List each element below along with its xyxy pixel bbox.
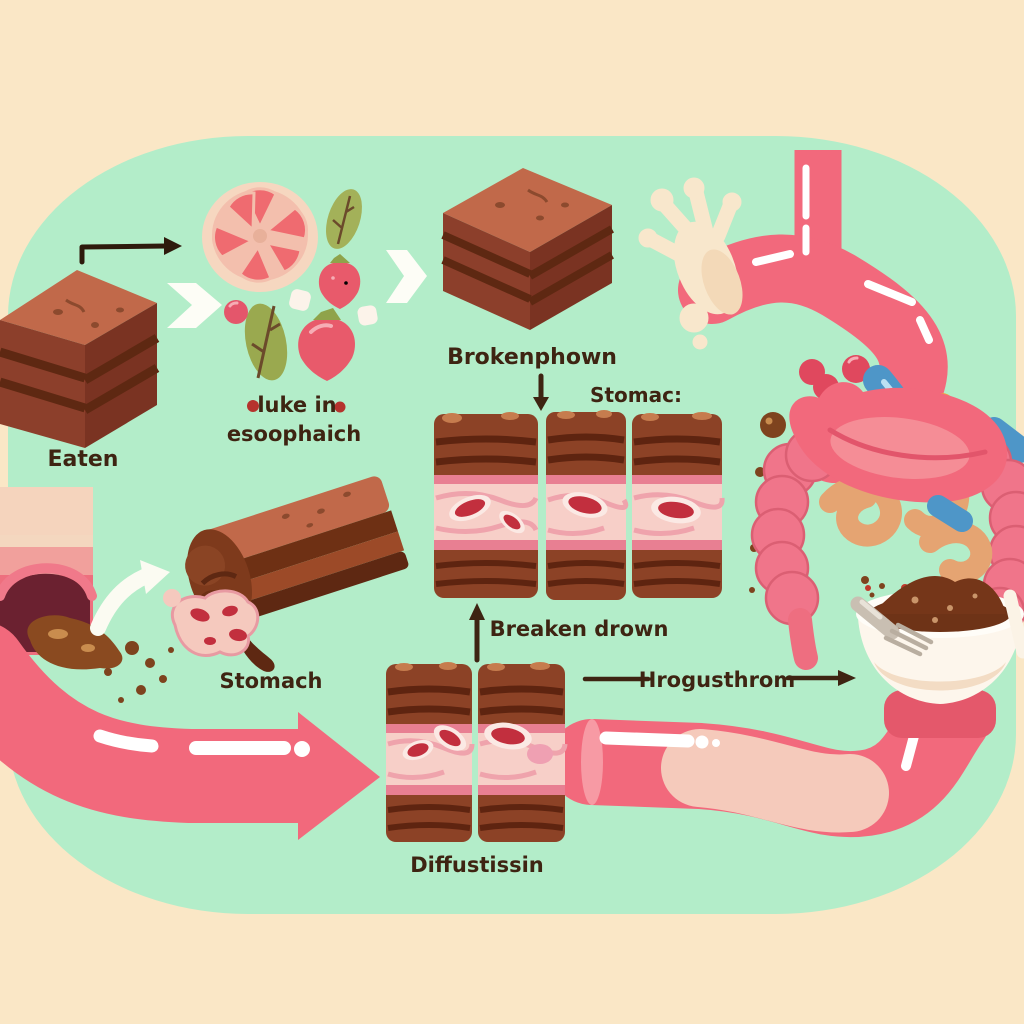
elbow-arrow-icon bbox=[79, 237, 182, 265]
label-diffusion: Diffustissin bbox=[410, 853, 543, 877]
fork-icon bbox=[850, 596, 934, 657]
label-eaten: Eaten bbox=[48, 447, 119, 472]
colon-end-icon bbox=[788, 608, 818, 670]
blue-bean-icon bbox=[927, 495, 973, 532]
red-dot-icon bbox=[865, 585, 871, 591]
grapefruit-slice-icon bbox=[202, 182, 318, 292]
label-through: Hrogusthrom bbox=[639, 668, 796, 692]
label-stomach-left: Stomach bbox=[219, 669, 322, 693]
layered-brownie-piece bbox=[434, 412, 539, 598]
chocolate-splatter bbox=[104, 641, 174, 703]
chocolate-bowl bbox=[850, 576, 1024, 738]
bottom-tube bbox=[549, 673, 991, 838]
red-dot-icon bbox=[334, 401, 346, 413]
label-stomach-top: Stomac: bbox=[590, 383, 682, 407]
layered-brownie-pair bbox=[386, 662, 568, 842]
splat-blob-icon bbox=[638, 177, 743, 350]
stomach-pouch bbox=[789, 382, 1008, 503]
brownie-square-2 bbox=[441, 168, 614, 330]
spoon-handle-icon bbox=[1003, 589, 1024, 659]
layered-brownie-piece bbox=[632, 412, 725, 598]
chevron-arrow-icon bbox=[386, 250, 427, 303]
brownie-square-whole bbox=[0, 270, 160, 448]
layered-brownie-piece bbox=[386, 662, 475, 842]
cookie-piece bbox=[163, 589, 260, 658]
bowl-collar bbox=[884, 690, 996, 738]
chocolate-mound bbox=[872, 576, 1006, 614]
label-esophagus-2: esoophaich bbox=[227, 422, 361, 446]
chocolate-droplets bbox=[861, 576, 885, 598]
label-esophagus-1: luke in bbox=[257, 393, 336, 417]
strawberry-icon bbox=[318, 254, 361, 309]
fruit-cluster bbox=[202, 182, 378, 381]
chocolate-bar-bitten bbox=[163, 476, 409, 672]
red-dot-icon bbox=[247, 400, 259, 412]
chevron-arrow-icon bbox=[167, 283, 222, 328]
marshmallow-icon bbox=[357, 305, 378, 326]
leaf-icon bbox=[244, 303, 288, 381]
right-arrow-icon bbox=[785, 670, 856, 686]
big-flow-arrow bbox=[0, 625, 380, 840]
curved-arrow-icon bbox=[90, 560, 170, 636]
down-arrow-icon bbox=[533, 373, 549, 411]
up-arrow-icon bbox=[469, 603, 485, 663]
layered-brownie-piece bbox=[546, 410, 629, 600]
strawberry-icon bbox=[298, 308, 355, 381]
mouth-tube-pouring bbox=[0, 487, 174, 703]
layered-brownie-row bbox=[434, 410, 725, 600]
label-broken-mid: Breaken drown bbox=[490, 617, 669, 641]
chocolate-pour bbox=[27, 615, 123, 670]
marshmallow-icon bbox=[289, 289, 311, 311]
label-broken-top: Brokenphown bbox=[447, 345, 617, 370]
layered-brownie-piece bbox=[478, 662, 568, 842]
leaf-icon bbox=[326, 189, 362, 249]
stomach-intestines bbox=[750, 382, 1024, 670]
